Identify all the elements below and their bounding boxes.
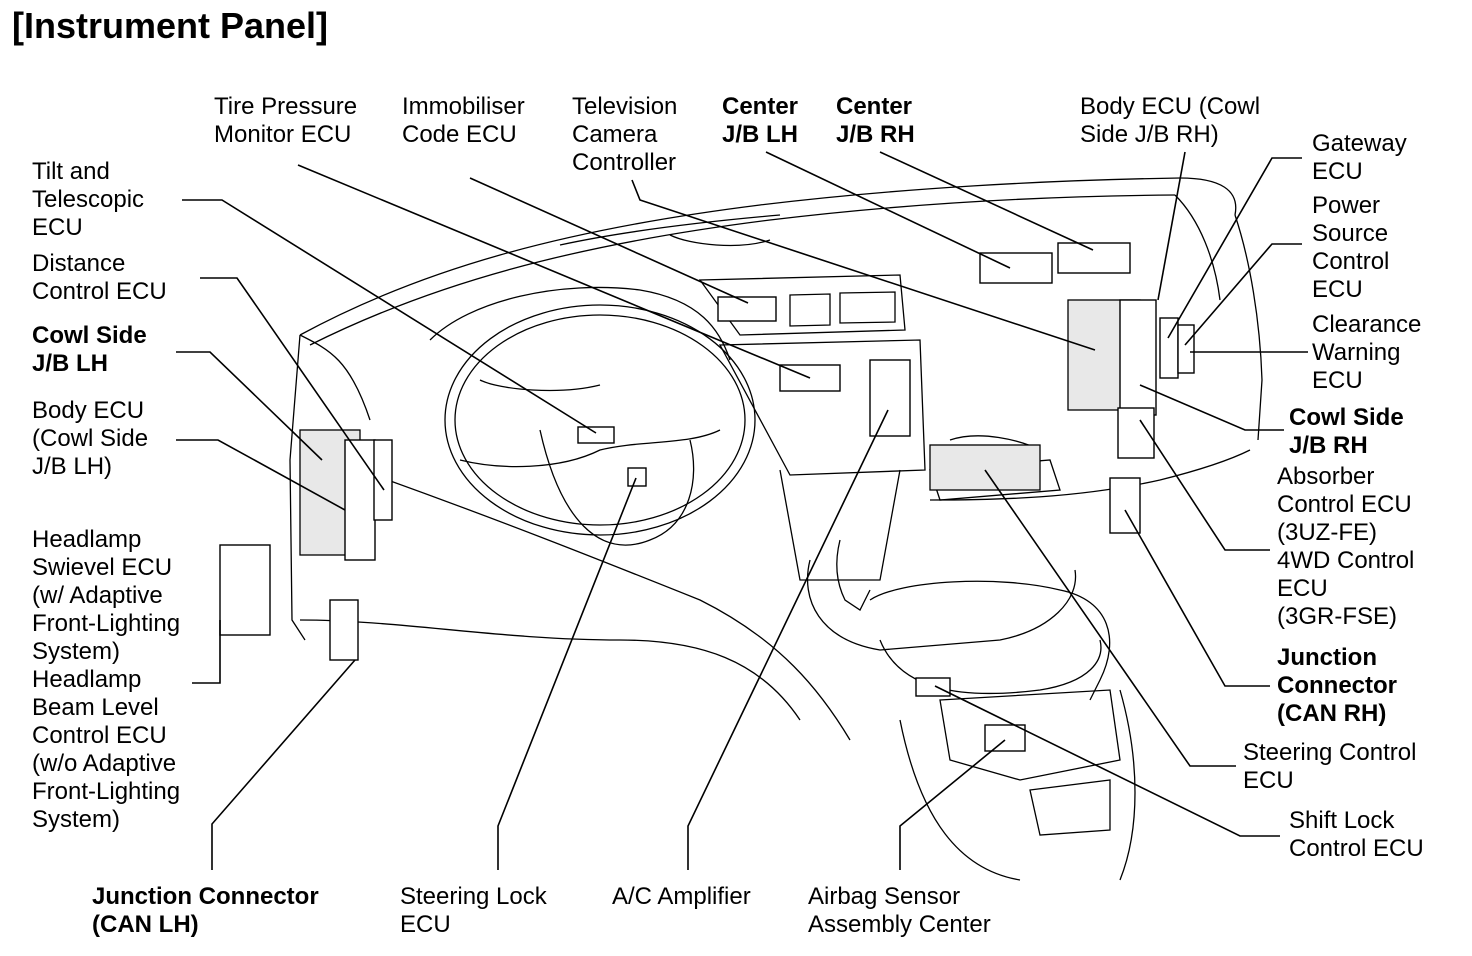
label-airbag-sensor-assembly-center: Airbag Sensor Assembly Center	[808, 883, 991, 938]
junction-rh-part	[1109, 477, 1141, 534]
label-center-jb-lh: Center J/B LH	[722, 93, 799, 148]
components	[219, 242, 1195, 752]
label-immobiliser-code-ecu: Immobiliser Code ECU	[402, 93, 525, 148]
steering-control-part	[929, 444, 1041, 491]
label-tire-pressure-monitor-ecu: Tire Pressure Monitor ECU	[214, 93, 358, 148]
power-source-part	[1177, 324, 1195, 374]
label-cowl-side-jb-lh: Cowl Side J/B LH	[32, 322, 147, 377]
label-junction-connector-can-lh: Junction Connector (CAN LH)	[92, 883, 319, 938]
label-junction-connector-can-rh: Junction Connector (CAN RH)	[1277, 644, 1397, 727]
junction-lh-part	[329, 599, 359, 661]
center-jb-lh-part	[979, 252, 1053, 284]
label-power-source-control-ecu: Power Source Control ECU	[1312, 192, 1390, 303]
cowl-side-rh-part	[1119, 299, 1157, 416]
tilt-telescopic-part	[577, 426, 615, 444]
label-gateway-ecu: Gateway ECU	[1312, 130, 1407, 185]
label-ac-amplifier: A/C Amplifier	[612, 883, 751, 910]
label-body-ecu-cowl-side-jb-rh: Body ECU (Cowl Side J/B RH)	[1080, 93, 1261, 148]
body-ecu-lh-part	[344, 439, 376, 561]
leader-lines	[176, 151, 1308, 870]
label-distance-control-ecu: Distance Control ECU	[32, 250, 167, 305]
gateway-ecu-part	[1159, 317, 1179, 379]
label-body-ecu-cowl-side-jb-lh: Body ECU (Cowl Side J/B LH)	[32, 397, 149, 480]
label-television-camera-controller: Television Camera Controller	[572, 93, 678, 176]
immobiliser-ecu-part	[717, 296, 777, 322]
steering-lock-part	[627, 467, 647, 487]
label-center-jb-rh: Center J/B RH	[836, 93, 915, 148]
shift-lock-part	[915, 677, 951, 697]
label-tilt-telescopic-ecu: Tilt and Telescopic ECU	[32, 158, 145, 241]
label-steering-control-ecu: Steering Control ECU	[1243, 739, 1417, 794]
page-title: [Instrument Panel]	[12, 5, 329, 46]
label-absorber-4wd-control-ecu: Absorber Control ECU (3UZ-FE) 4WD Contro…	[1277, 463, 1415, 630]
label-headlamp-swivel-beam-level-ecu: Headlamp Swievel ECU (w/ Adaptive Front-…	[32, 526, 181, 833]
label-steering-lock-ecu: Steering Lock ECU	[400, 883, 547, 938]
label-clearance-warning-ecu: Clearance Warning ECU	[1312, 311, 1422, 394]
label-shift-lock-control-ecu: Shift Lock Control ECU	[1289, 807, 1424, 862]
headlamp-ecu-part	[219, 544, 271, 636]
center-jb-rh-part	[1057, 242, 1131, 274]
label-cowl-side-jb-rh: Cowl Side J/B RH	[1289, 404, 1404, 459]
distance-control-part	[373, 439, 393, 521]
airbag-sensor-part	[984, 724, 1026, 752]
television-controller-part	[869, 359, 911, 437]
